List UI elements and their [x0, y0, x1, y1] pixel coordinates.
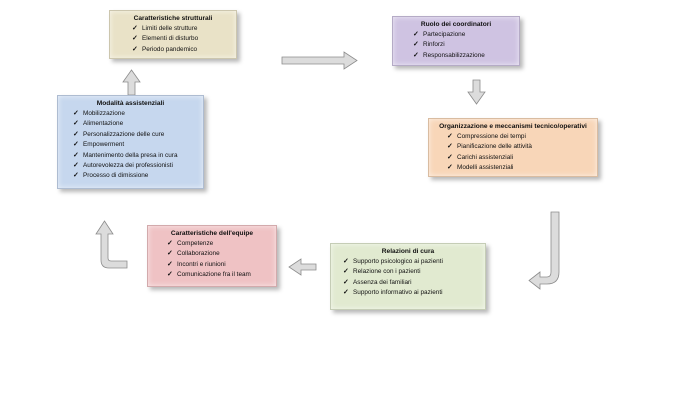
check-icon: ✓ — [343, 268, 349, 276]
arrow-left-icon — [288, 258, 317, 276]
arrow-curved-down-left-icon — [528, 211, 560, 290]
list-item: ✓Alimentazione — [64, 119, 197, 129]
box-title: Relazioni di cura — [381, 248, 435, 255]
box-list: ✓Compressione dei tempi ✓Pianificazione … — [435, 132, 591, 174]
list-item: ✓Mantenimento della presa in cura — [64, 151, 197, 161]
list-item: ✓Rinforzi — [399, 40, 513, 50]
box-title: Ruolo dei coordinatori — [420, 21, 492, 28]
list-item: ✓Competenze — [154, 239, 270, 249]
list-item: ✓Relazione con i pazienti — [337, 267, 479, 277]
check-icon: ✓ — [73, 130, 79, 138]
check-icon: ✓ — [132, 25, 138, 32]
list-item: ✓Supporto informativo ai pazienti — [337, 288, 479, 298]
box-title: Caratteristiche dell'equipe — [170, 230, 254, 237]
check-icon: ✓ — [447, 153, 453, 161]
box-list: ✓Partecipazione ✓Rinforzi ✓Responsabiliz… — [399, 30, 513, 61]
check-icon: ✓ — [413, 41, 419, 49]
list-item: ✓Assenza dei familiari — [337, 278, 479, 288]
check-icon: ✓ — [343, 289, 349, 297]
box-list: ✓Supporto psicologico ai pazienti ✓Relaz… — [337, 257, 479, 299]
check-icon: ✓ — [73, 162, 79, 170]
check-icon: ✓ — [447, 164, 453, 172]
list-item: ✓Limiti delle strutture — [116, 24, 230, 34]
check-icon: ✓ — [167, 240, 173, 247]
check-icon: ✓ — [343, 258, 349, 265]
check-icon: ✓ — [73, 141, 79, 149]
list-item: ✓Elementi di disturbo — [116, 34, 230, 44]
list-item: ✓Carichi assistenziali — [435, 153, 591, 163]
list-item: ✓Incontri e riunioni — [154, 260, 270, 270]
check-icon: ✓ — [73, 151, 79, 159]
check-icon: ✓ — [132, 35, 138, 43]
list-item: ✓Pianificazione delle attività — [435, 142, 591, 152]
check-icon: ✓ — [447, 143, 453, 151]
list-item: ✓Compressione dei tempi — [435, 132, 591, 142]
check-icon: ✓ — [413, 31, 419, 38]
box-title: Modalità assistenziali — [96, 100, 165, 107]
arrow-curved-up-icon — [95, 220, 128, 269]
list-item: ✓Autorevolezza dei professionisti — [64, 161, 197, 171]
list-item: ✓Supporto psicologico ai pazienti — [337, 257, 479, 267]
box-ruolo-coordinatori: Ruolo dei coordinatori ✓Partecipazione ✓… — [392, 16, 520, 66]
check-icon: ✓ — [167, 260, 173, 268]
box-title: Organizzazione e meccanismi tecnico/oper… — [439, 123, 587, 130]
check-icon: ✓ — [132, 45, 138, 53]
arrow-right-icon — [281, 51, 358, 70]
list-item: ✓Modelli assistenziali — [435, 163, 591, 173]
check-icon: ✓ — [167, 271, 173, 279]
check-icon: ✓ — [167, 250, 173, 258]
box-organizzazione: Organizzazione e meccanismi tecnico/oper… — [428, 118, 598, 177]
list-item: ✓Mobilizzazione — [64, 109, 197, 119]
list-item: ✓Processo di dimissione — [64, 171, 197, 181]
box-modalita-assistenziali: Modalità assistenziali ✓Mobilizzazione ✓… — [57, 95, 204, 189]
list-item: ✓Empowerment — [64, 140, 197, 150]
arrow-down-icon — [467, 79, 486, 105]
check-icon: ✓ — [447, 133, 453, 140]
check-icon: ✓ — [73, 120, 79, 128]
list-item: ✓Responsabilizzazione — [399, 51, 513, 61]
box-caratteristiche-equipe: Caratteristiche dell'equipe ✓Competenze … — [147, 225, 277, 287]
check-icon: ✓ — [73, 172, 79, 180]
list-item: ✓Partecipazione — [399, 30, 513, 40]
list-item: ✓Personalizzazione delle cure — [64, 130, 197, 140]
arrow-up-icon — [122, 69, 141, 96]
box-list: ✓Mobilizzazione ✓Alimentazione ✓Personal… — [64, 109, 197, 182]
box-title: Caratteristiche strutturali — [133, 15, 213, 22]
list-item: ✓Comunicazione fra il team — [154, 270, 270, 280]
box-relazioni-di-cura: Relazioni di cura ✓Supporto psicologico … — [330, 243, 486, 310]
box-list: ✓Competenze ✓Collaborazione ✓Incontri e … — [154, 239, 270, 281]
check-icon: ✓ — [413, 51, 419, 59]
box-caratteristiche-strutturali: Caratteristiche strutturali ✓Limiti dell… — [109, 10, 237, 59]
check-icon: ✓ — [73, 110, 79, 117]
list-item: ✓Periodo pandemico — [116, 45, 230, 55]
list-item: ✓Collaborazione — [154, 249, 270, 259]
check-icon: ✓ — [343, 278, 349, 286]
box-list: ✓Limiti delle strutture ✓Elementi di dis… — [116, 24, 230, 55]
